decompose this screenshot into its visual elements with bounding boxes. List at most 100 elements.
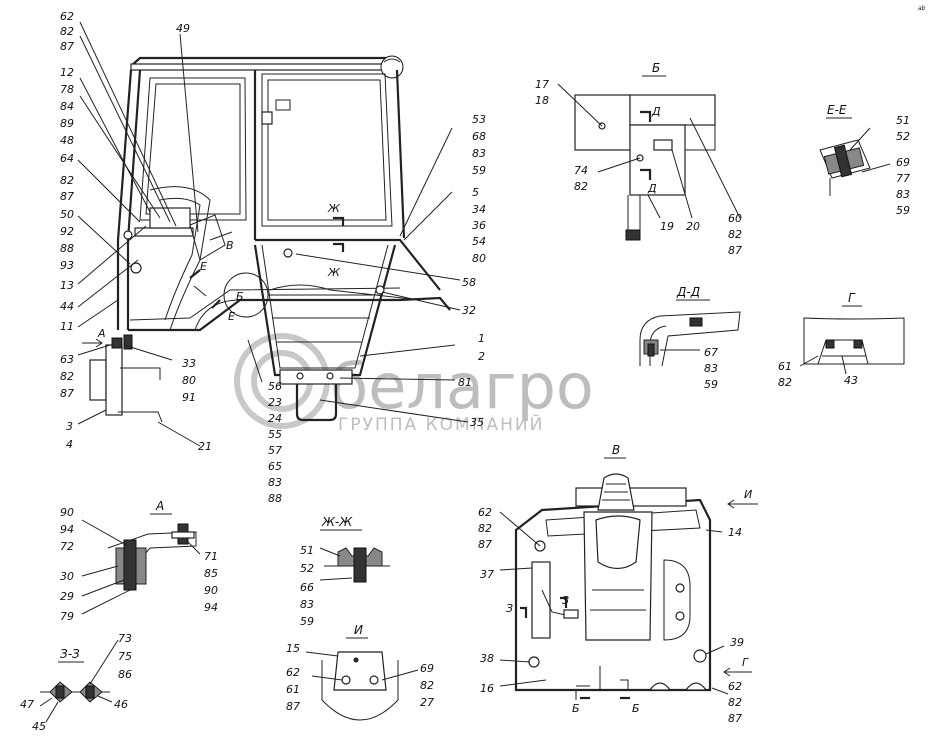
svg-text:89: 89 xyxy=(60,117,74,130)
svg-text:87: 87 xyxy=(286,700,300,713)
callout-81: 81 xyxy=(458,376,472,389)
svg-text:94: 94 xyxy=(204,601,218,614)
svg-text:36: 36 xyxy=(472,219,486,232)
svg-text:57: 57 xyxy=(268,444,282,457)
svg-text:56: 56 xyxy=(268,380,282,393)
svg-text:82: 82 xyxy=(60,370,74,383)
svg-text:74: 74 xyxy=(574,164,588,177)
svg-text:83: 83 xyxy=(472,147,486,160)
svg-text:71: 71 xyxy=(204,550,218,563)
callout-1-2: 1 2 xyxy=(478,332,485,363)
title-i: И xyxy=(354,623,363,637)
svg-text:83: 83 xyxy=(896,188,910,201)
callout-61-82: 61 82 xyxy=(778,360,792,389)
svg-text:3: 3 xyxy=(66,420,73,433)
callout-37: 37 xyxy=(480,568,494,581)
svg-text:4: 4 xyxy=(66,438,73,451)
callout-15: 15 xyxy=(286,642,300,655)
svg-text:88: 88 xyxy=(268,492,282,505)
callout-62-82-87-v: 62 82 87 xyxy=(478,506,492,551)
svg-text:54: 54 xyxy=(472,235,486,248)
mark-e-bottom: Е xyxy=(228,310,235,323)
svg-text:87: 87 xyxy=(60,387,74,400)
svg-text:75: 75 xyxy=(118,650,132,663)
svg-text:68: 68 xyxy=(472,130,486,143)
title-g: Г xyxy=(848,291,856,305)
callout-35: 35 xyxy=(470,416,484,429)
title-a: А xyxy=(155,499,164,513)
svg-text:82: 82 xyxy=(60,25,74,38)
svg-text:91: 91 xyxy=(182,391,196,404)
callout-17-18: 17 18 xyxy=(535,78,549,107)
callout-49: 49 xyxy=(176,22,190,35)
svg-text:77: 77 xyxy=(896,172,910,185)
callout-73-75-86: 73 75 86 xyxy=(118,632,132,681)
svg-text:83: 83 xyxy=(704,362,718,375)
svg-text:87: 87 xyxy=(728,244,742,257)
svg-text:52: 52 xyxy=(300,562,314,575)
svg-text:12: 12 xyxy=(60,66,74,79)
callout-62-61-87: 62 61 87 xyxy=(286,666,300,713)
callout-29: 29 xyxy=(60,590,74,603)
callout-16: 16 xyxy=(480,682,494,695)
svg-text:82: 82 xyxy=(728,228,742,241)
callout-32: 32 xyxy=(462,304,476,317)
svg-text:34: 34 xyxy=(472,203,486,216)
svg-text:27: 27 xyxy=(420,696,434,709)
callout-12-78-84-89: 12 78 84 89 xyxy=(60,66,74,130)
svg-text:87: 87 xyxy=(728,712,742,725)
svg-text:88: 88 xyxy=(60,242,74,255)
svg-text:50: 50 xyxy=(60,208,74,221)
svg-text:92: 92 xyxy=(60,225,74,238)
callout-48: 48 xyxy=(60,134,74,147)
mark-e-left: Е xyxy=(200,260,207,273)
main-labels: 62 82 87 49 12 78 84 89 48 64 82 87 50 9… xyxy=(60,10,486,505)
callout-21: 21 xyxy=(198,440,212,453)
callout-45: 45 xyxy=(32,720,46,733)
svg-text:87: 87 xyxy=(60,190,74,203)
svg-text:2: 2 xyxy=(478,350,485,363)
callout-51-52-zh: 51 52 xyxy=(300,544,314,575)
mark-v-arrow: В xyxy=(226,239,234,252)
svg-text:52: 52 xyxy=(896,130,910,143)
svg-text:82: 82 xyxy=(728,696,742,709)
svg-text:78: 78 xyxy=(60,83,74,96)
mark-z-left: З xyxy=(506,602,513,615)
callout-38: 38 xyxy=(480,652,494,665)
callout-66-83-59: 66 83 59 xyxy=(300,581,314,628)
svg-text:84: 84 xyxy=(60,100,74,113)
title-v: В xyxy=(612,443,620,457)
mark-d-bottom: Д xyxy=(647,182,657,195)
svg-text:82: 82 xyxy=(574,180,588,193)
svg-text:24: 24 xyxy=(268,412,282,425)
callout-46: 46 xyxy=(114,698,128,711)
svg-text:82: 82 xyxy=(60,174,74,187)
svg-text:87: 87 xyxy=(478,538,492,551)
callout-3-4: 3 4 xyxy=(66,420,73,451)
callout-69-82-27: 69 82 27 xyxy=(420,662,434,709)
mark-i-arrow: И xyxy=(744,488,752,501)
svg-text:62: 62 xyxy=(728,680,742,693)
callout-50-92-88-93: 50 92 88 93 xyxy=(60,208,74,272)
callout-14: 14 xyxy=(728,526,742,539)
callout-64: 64 xyxy=(60,152,74,165)
callout-19: 19 xyxy=(660,220,674,233)
view-e-e: Е-Е 51 52 69 77 83 59 xyxy=(819,103,910,217)
view-i: И 15 62 61 87 69 82 27 xyxy=(286,623,434,721)
svg-text:62: 62 xyxy=(286,666,300,679)
svg-text:59: 59 xyxy=(300,615,314,628)
callout-71-85-90-94: 71 85 90 94 xyxy=(204,550,218,614)
callout-53-68-83-59: 53 68 83 59 xyxy=(472,113,486,177)
mark-a-arrow: А xyxy=(97,327,106,340)
svg-text:18: 18 xyxy=(535,94,549,107)
title-d-d: Д-Д xyxy=(676,285,700,299)
title-zh-zh: Ж-Ж xyxy=(321,515,353,529)
main-cab-view: Б В Е Е Ж Ж А xyxy=(77,21,469,447)
svg-text:83: 83 xyxy=(268,476,282,489)
svg-text:85: 85 xyxy=(204,567,218,580)
svg-text:59: 59 xyxy=(704,378,718,391)
callout-67-83-59: 67 83 59 xyxy=(704,346,718,391)
callout-20: 20 xyxy=(686,220,700,233)
callout-62-82-87-vr: 62 82 87 xyxy=(728,680,742,725)
